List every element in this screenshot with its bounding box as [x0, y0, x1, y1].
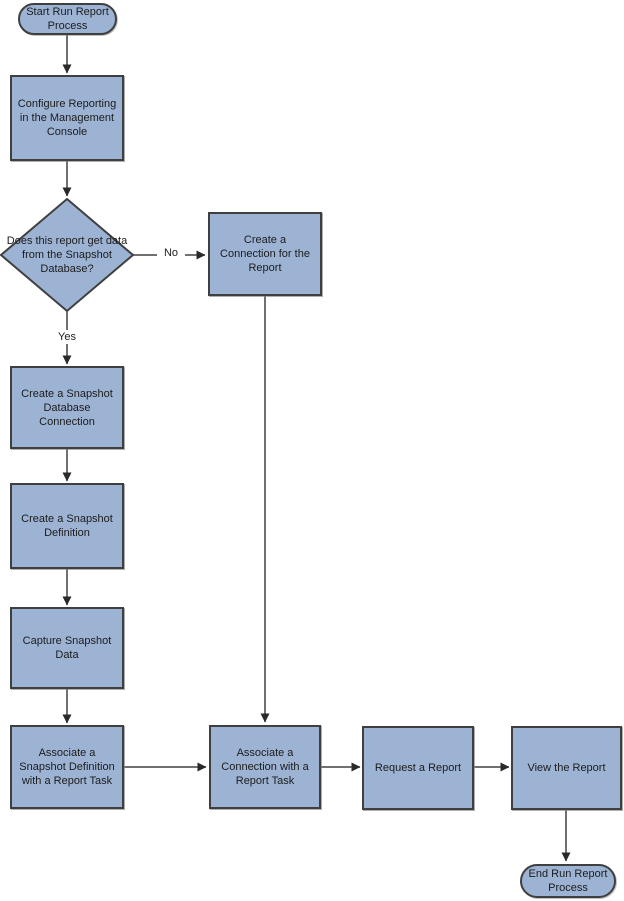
node-capture-snapshot-data: Capture Snapshot Data	[10, 607, 124, 689]
node-decision-snapshot-database-label: Does this report get data from the Snaps…	[6, 235, 128, 275]
edge-label-yes: Yes	[51, 330, 83, 344]
node-create-connection: Create a Connection for the Report	[208, 212, 322, 296]
node-associate-connection: Associate a Connection with a Report Tas…	[209, 725, 321, 809]
node-associate-snapshot-definition: Associate a Snapshot Definition with a R…	[10, 725, 124, 809]
node-view-report: View the Report	[511, 726, 622, 810]
node-create-snapshot-db-connection: Create a Snapshot Database Connection	[10, 366, 124, 449]
node-create-snapshot-definition: Create a Snapshot Definition	[10, 483, 124, 569]
node-configure-reporting: Configure Reporting in the Management Co…	[10, 75, 124, 161]
edge-label-no: No	[157, 246, 185, 260]
node-request-report: Request a Report	[362, 726, 474, 810]
node-end-terminator: End Run Report Process	[520, 864, 616, 898]
node-start-terminator: Start Run Report Process	[18, 3, 117, 35]
